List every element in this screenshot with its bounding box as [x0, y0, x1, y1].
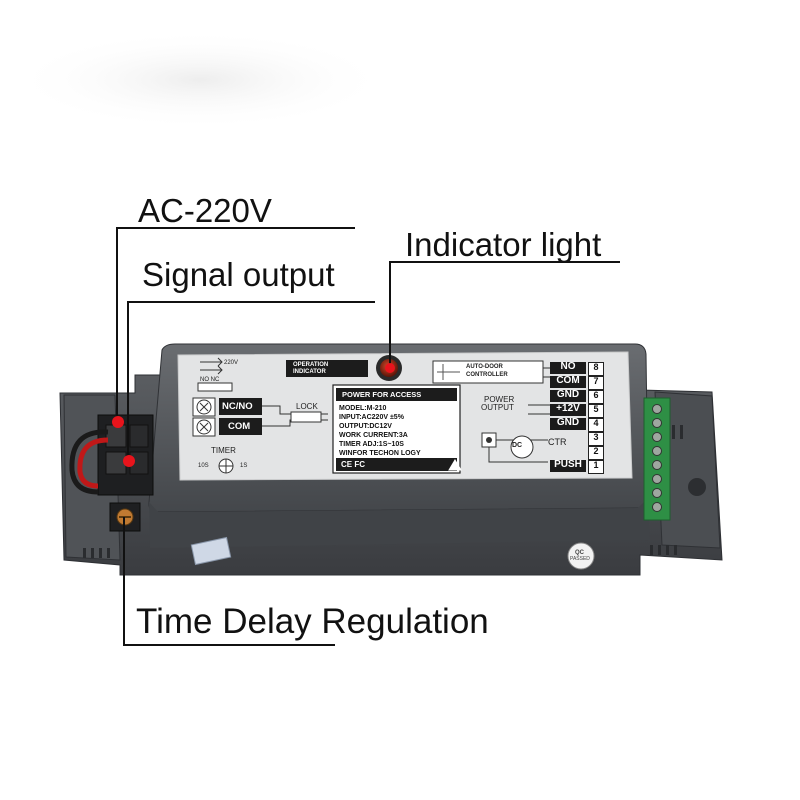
terminal-label-1: PUSH	[550, 460, 586, 472]
callout-signal-output: Signal output	[142, 256, 335, 293]
dc-label: DC	[512, 442, 523, 449]
ctr-label: CTR	[548, 437, 567, 447]
terminal-num-1: 1	[588, 460, 604, 474]
terminal-label-4: GND	[550, 418, 586, 430]
vent-slots-right-upper	[672, 425, 683, 439]
callout-dot-indicator	[385, 363, 395, 373]
callout-dot-ac	[112, 416, 124, 428]
background-shadow	[10, 30, 390, 130]
spec-line-model: MODEL:M-210	[339, 405, 387, 412]
terminal-num-4: 4	[588, 418, 604, 432]
vent-slots-right	[650, 545, 677, 555]
vent-slots-left	[83, 548, 110, 558]
auto-door-label-1: AUTO-DOOR	[466, 364, 503, 370]
operation-indicator-tab	[286, 360, 368, 377]
qc-sticker-label: QC	[575, 550, 584, 556]
housing-front	[149, 498, 650, 548]
terminal-label-6: GND	[550, 390, 586, 402]
screw-terminal-com	[192, 417, 216, 437]
mounting-hole-right	[688, 478, 706, 496]
no-nc-small-label: NO NC	[200, 377, 220, 383]
qc-sticker	[567, 542, 595, 570]
operation-label-1: OPERATION	[293, 362, 329, 368]
terminal-label-8: NO	[550, 362, 586, 374]
wire-red	[77, 437, 109, 489]
timer-label: TIMER	[211, 446, 236, 455]
timer-10s-label: 10S	[198, 463, 209, 469]
spec-line-current: WORK CURRENT:3A	[339, 432, 408, 439]
lock-symbol	[290, 411, 322, 423]
ac-arrow-icon	[200, 357, 223, 375]
terminal-screws	[652, 404, 662, 512]
dc-symbol	[510, 435, 534, 459]
no-nc-small-box	[197, 382, 233, 392]
terminal-num-8: 8	[588, 362, 604, 376]
com-box	[219, 418, 262, 435]
terminal-num-5: 5	[588, 404, 604, 418]
power-output-label-1: POWER	[484, 395, 515, 404]
front-sticker	[190, 536, 232, 566]
nc-no-box	[219, 398, 262, 415]
terminal-label-7: COM	[550, 376, 586, 388]
auto-door-label-2: CONTROLLER	[466, 372, 508, 378]
terminal-block	[643, 397, 671, 521]
lock-label: LOCK	[296, 402, 318, 411]
terminal-num-2: 2	[588, 446, 604, 460]
callout-dot-signal	[123, 455, 135, 467]
ac-icon-label: 220V	[224, 360, 239, 366]
spec-line-input: INPUT:AC220V ±5%	[339, 414, 404, 421]
callout-time-delay: Time Delay Regulation	[136, 602, 489, 641]
qc-sticker-passed: PASSED	[570, 556, 590, 562]
spec-line-output: OUTPUT:DC12V	[339, 423, 392, 430]
terminal-num-7: 7	[588, 376, 604, 390]
terminal-label-5: +12V	[550, 404, 586, 416]
nc-no-label: NC/NO	[222, 401, 253, 412]
cert-strip	[336, 458, 457, 471]
callout-ac-220v: AC-220V	[138, 192, 272, 229]
spec-line-maker: WINFOR TECHON LOGY	[339, 450, 421, 457]
power-output-label-2: OUTPUT	[481, 403, 514, 412]
screw-terminal-nc-no	[192, 397, 216, 417]
terminal-num-3: 3	[588, 432, 604, 446]
terminal-num-6: 6	[588, 390, 604, 404]
com-label: COM	[228, 421, 251, 432]
wire-black	[69, 429, 109, 495]
spec-title-bar	[336, 388, 457, 401]
auto-door-box	[432, 360, 544, 384]
operation-label-2: INDICATOR	[293, 369, 326, 375]
callout-indicator-light: Indicator light	[405, 226, 602, 263]
spec-line-timer: TIMER ADJ:1S~10S	[339, 441, 404, 448]
callout-lines	[116, 227, 620, 646]
spec-title: POWER FOR ACCESS	[342, 390, 422, 399]
timer-1s-label: 1S	[240, 463, 248, 469]
cert-marks: CE FC	[341, 460, 365, 469]
